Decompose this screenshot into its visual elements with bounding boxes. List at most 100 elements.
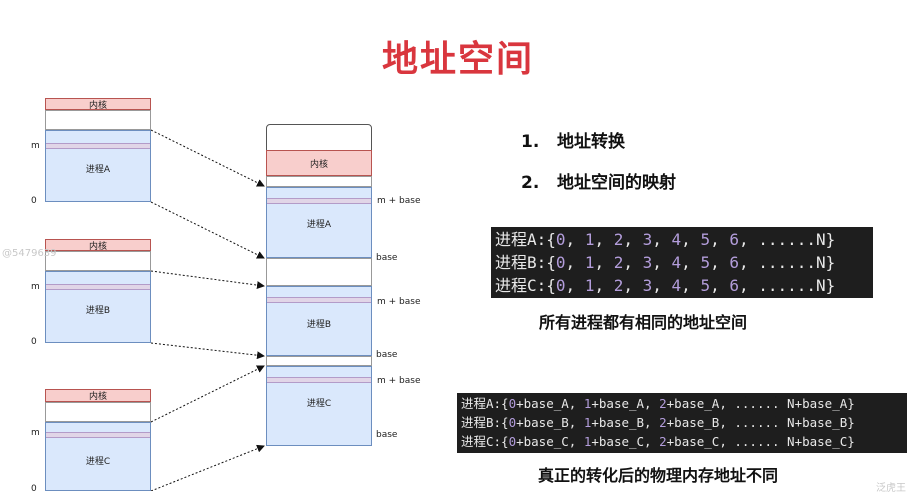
code-block-same-address: 进程A:{0, 1, 2, 3, 4, 5, 6, ......N}进程B:{0… <box>491 227 873 298</box>
code-number: 6 <box>729 253 739 272</box>
physical-band-b <box>267 297 371 303</box>
code-base-term: +base_A, <box>666 396 735 411</box>
arrow-b-bottom <box>150 342 265 360</box>
caption-same-address: 所有进程都有相同的地址空间 <box>539 313 748 332</box>
code-separator: , <box>710 253 730 272</box>
process-label-b: 进程B <box>85 306 111 316</box>
code-number: 5 <box>700 230 711 249</box>
code-number: 0 <box>508 434 517 449</box>
base-label-a: base <box>376 253 398 263</box>
m-base-label-a: m + base <box>377 196 421 206</box>
list-number-2: 2. <box>521 173 540 193</box>
process-label-a: 进程A <box>85 165 111 175</box>
zero-label-c: 0 <box>31 484 37 494</box>
process-block-b: 进程B <box>45 271 151 343</box>
physical-band-a <box>267 198 371 204</box>
physical-process-b: 进程B <box>266 286 372 356</box>
code-separator: , <box>565 230 585 249</box>
gap-block-b <box>45 251 151 271</box>
code-line: 进程C:{0+base_C, 1+base_C, 2+base_C, .....… <box>461 432 903 451</box>
code-tail: ...... N+base_B} <box>734 415 855 430</box>
zero-label-a: 0 <box>31 196 37 206</box>
code-number: 2 <box>659 415 667 430</box>
code-number: 2 <box>659 396 667 411</box>
list-number-1: 1. <box>521 132 540 152</box>
code-number: 2 <box>613 276 624 295</box>
zero-label-b: 0 <box>31 337 37 347</box>
m-base-label-b: m + base <box>377 297 421 307</box>
code-number: 1 <box>584 276 595 295</box>
code-number: 1 <box>584 230 595 249</box>
code-separator: , <box>623 276 643 295</box>
process-label-c: 进程C <box>85 457 111 467</box>
code-separator: , <box>681 230 701 249</box>
code-tail: ......N} <box>758 253 836 272</box>
code-number: 1 <box>583 415 592 430</box>
arrow-a-top <box>150 129 265 187</box>
code-separator: , <box>681 276 701 295</box>
arrow-c-bottom <box>150 444 265 491</box>
code-base-term: +base_C, <box>666 434 735 449</box>
physical-kernel-block: 内核 <box>266 150 372 176</box>
code-separator: , <box>594 253 614 272</box>
gap-block-a <box>45 110 151 130</box>
code-separator: , <box>594 276 614 295</box>
code-number: 3 <box>642 230 653 249</box>
code-number: 6 <box>729 230 739 249</box>
arrow-b-top <box>150 270 265 290</box>
address-band-a <box>46 143 150 149</box>
list-item-2: 2.地址空间的映射 <box>521 168 676 193</box>
physical-gap-1 <box>266 176 372 187</box>
code-separator: , <box>623 230 643 249</box>
code-line: 进程A:{0+base_A, 1+base_A, 2+base_A, .....… <box>461 394 903 413</box>
code-process-name: 进程C:{ <box>495 276 556 295</box>
code-tail: ......N} <box>758 230 836 249</box>
code-process-name: 进程A:{ <box>461 396 509 411</box>
physical-band-c <box>267 377 371 383</box>
code-number: 3 <box>642 253 653 272</box>
code-base-term: +base_B, <box>516 415 584 430</box>
physical-process-c: 进程C <box>266 366 372 446</box>
code-separator: , <box>623 253 643 272</box>
code-number: 0 <box>555 276 566 295</box>
code-base-term: +base_A, <box>591 396 660 411</box>
kernel-block-a: 内核 <box>45 98 151 111</box>
code-separator: , <box>594 230 614 249</box>
code-number: 6 <box>729 276 739 295</box>
code-number: 2 <box>613 253 624 272</box>
code-tail: ...... N+base_C} <box>734 434 855 449</box>
code-line: 进程A:{0, 1, 2, 3, 4, 5, 6, ......N} <box>495 228 869 251</box>
base-label-c: base <box>376 430 398 440</box>
process-block-a: 进程A <box>45 130 151 202</box>
m-base-label-c: m + base <box>377 376 421 386</box>
kernel-block-c: 内核 <box>45 389 151 402</box>
code-line: 进程C:{0, 1, 2, 3, 4, 5, 6, ......N} <box>495 274 869 297</box>
code-number: 4 <box>671 276 682 295</box>
address-band-c <box>46 432 150 438</box>
code-number: 5 <box>700 276 711 295</box>
code-base-term: +base_C, <box>591 434 660 449</box>
code-tail: ...... N+base_A} <box>734 396 855 411</box>
code-number: 0 <box>555 253 566 272</box>
arrow-c-top <box>150 365 265 423</box>
code-line: 进程B:{0+base_B, 1+base_B, 2+base_B, .....… <box>461 413 903 432</box>
list-text-1: 地址转换 <box>557 132 625 152</box>
code-base-term: +base_A, <box>516 396 584 411</box>
code-block-physical-address: 进程A:{0+base_A, 1+base_A, 2+base_A, .....… <box>457 393 907 453</box>
code-number: 2 <box>613 230 624 249</box>
code-separator: , <box>565 276 585 295</box>
base-label-b: base <box>376 350 398 360</box>
watermark-right: 泛虎王 <box>876 483 906 494</box>
code-line: 进程B:{0, 1, 2, 3, 4, 5, 6, ......N} <box>495 251 869 274</box>
code-number: 1 <box>584 253 595 272</box>
code-separator: , <box>652 276 672 295</box>
code-number: 0 <box>508 415 517 430</box>
process-block-c: 进程C <box>45 422 151 491</box>
code-process-name: 进程A:{ <box>495 230 556 249</box>
physical-process-a: 进程A <box>266 187 372 258</box>
physical-label-a: 进程A <box>306 220 332 230</box>
gap-block-c <box>45 402 151 422</box>
code-separator: , <box>565 253 585 272</box>
arrow-a-bottom <box>150 201 265 259</box>
